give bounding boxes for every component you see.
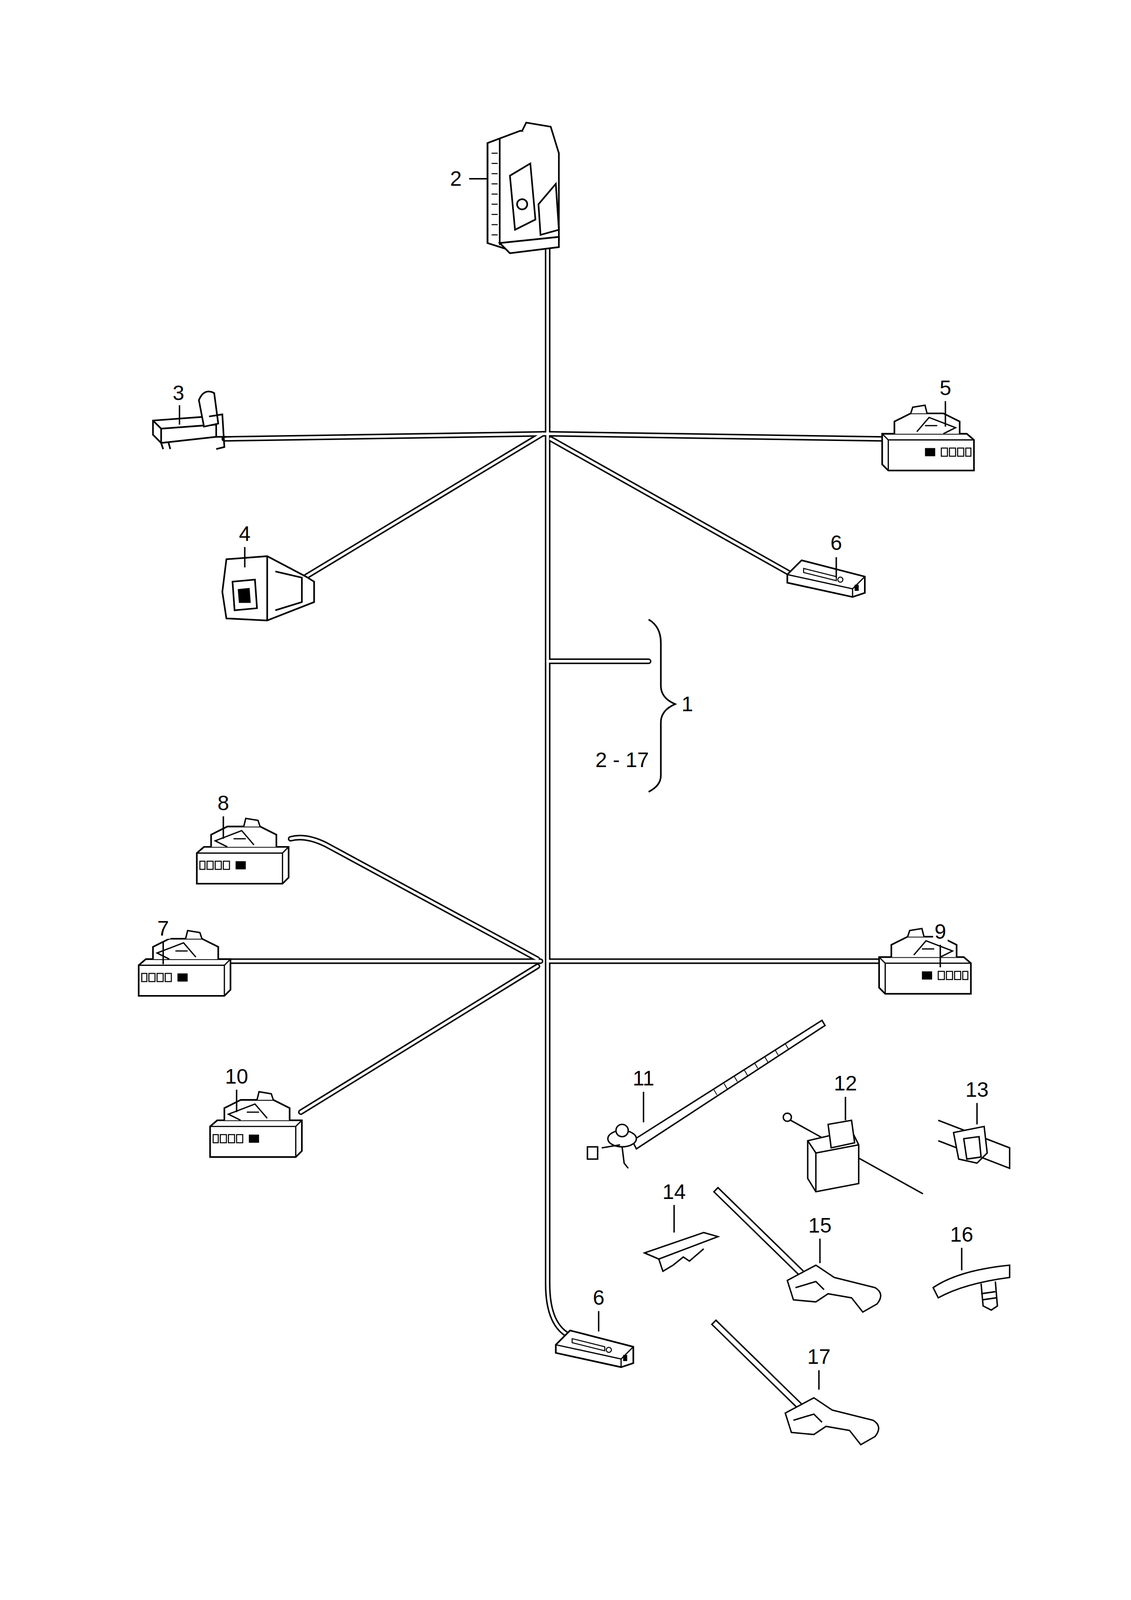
callout-number: 4: [237, 523, 252, 544]
callout-number: 10: [223, 1065, 250, 1087]
callout-number: 1: [680, 693, 695, 715]
callout-number: 16: [948, 1223, 975, 1245]
callout-number: 12: [832, 1072, 859, 1094]
callout-number: 7: [156, 917, 171, 939]
callout-number: 2: [448, 167, 464, 189]
callout-number: 8: [216, 792, 231, 814]
callout-number: 17: [805, 1345, 832, 1367]
callout-number: 2 - 17: [593, 749, 651, 771]
callout-number: 3: [171, 382, 186, 404]
callout-number: 5: [938, 377, 953, 399]
callout-number: 6: [829, 532, 844, 554]
callout-number: 9: [933, 920, 948, 942]
callout-number: 11: [631, 1067, 656, 1089]
callout-number: 6: [591, 1286, 607, 1308]
callout-number: 15: [806, 1214, 833, 1236]
callout-number: 13: [963, 1078, 990, 1100]
callout-number: 14: [661, 1180, 687, 1202]
